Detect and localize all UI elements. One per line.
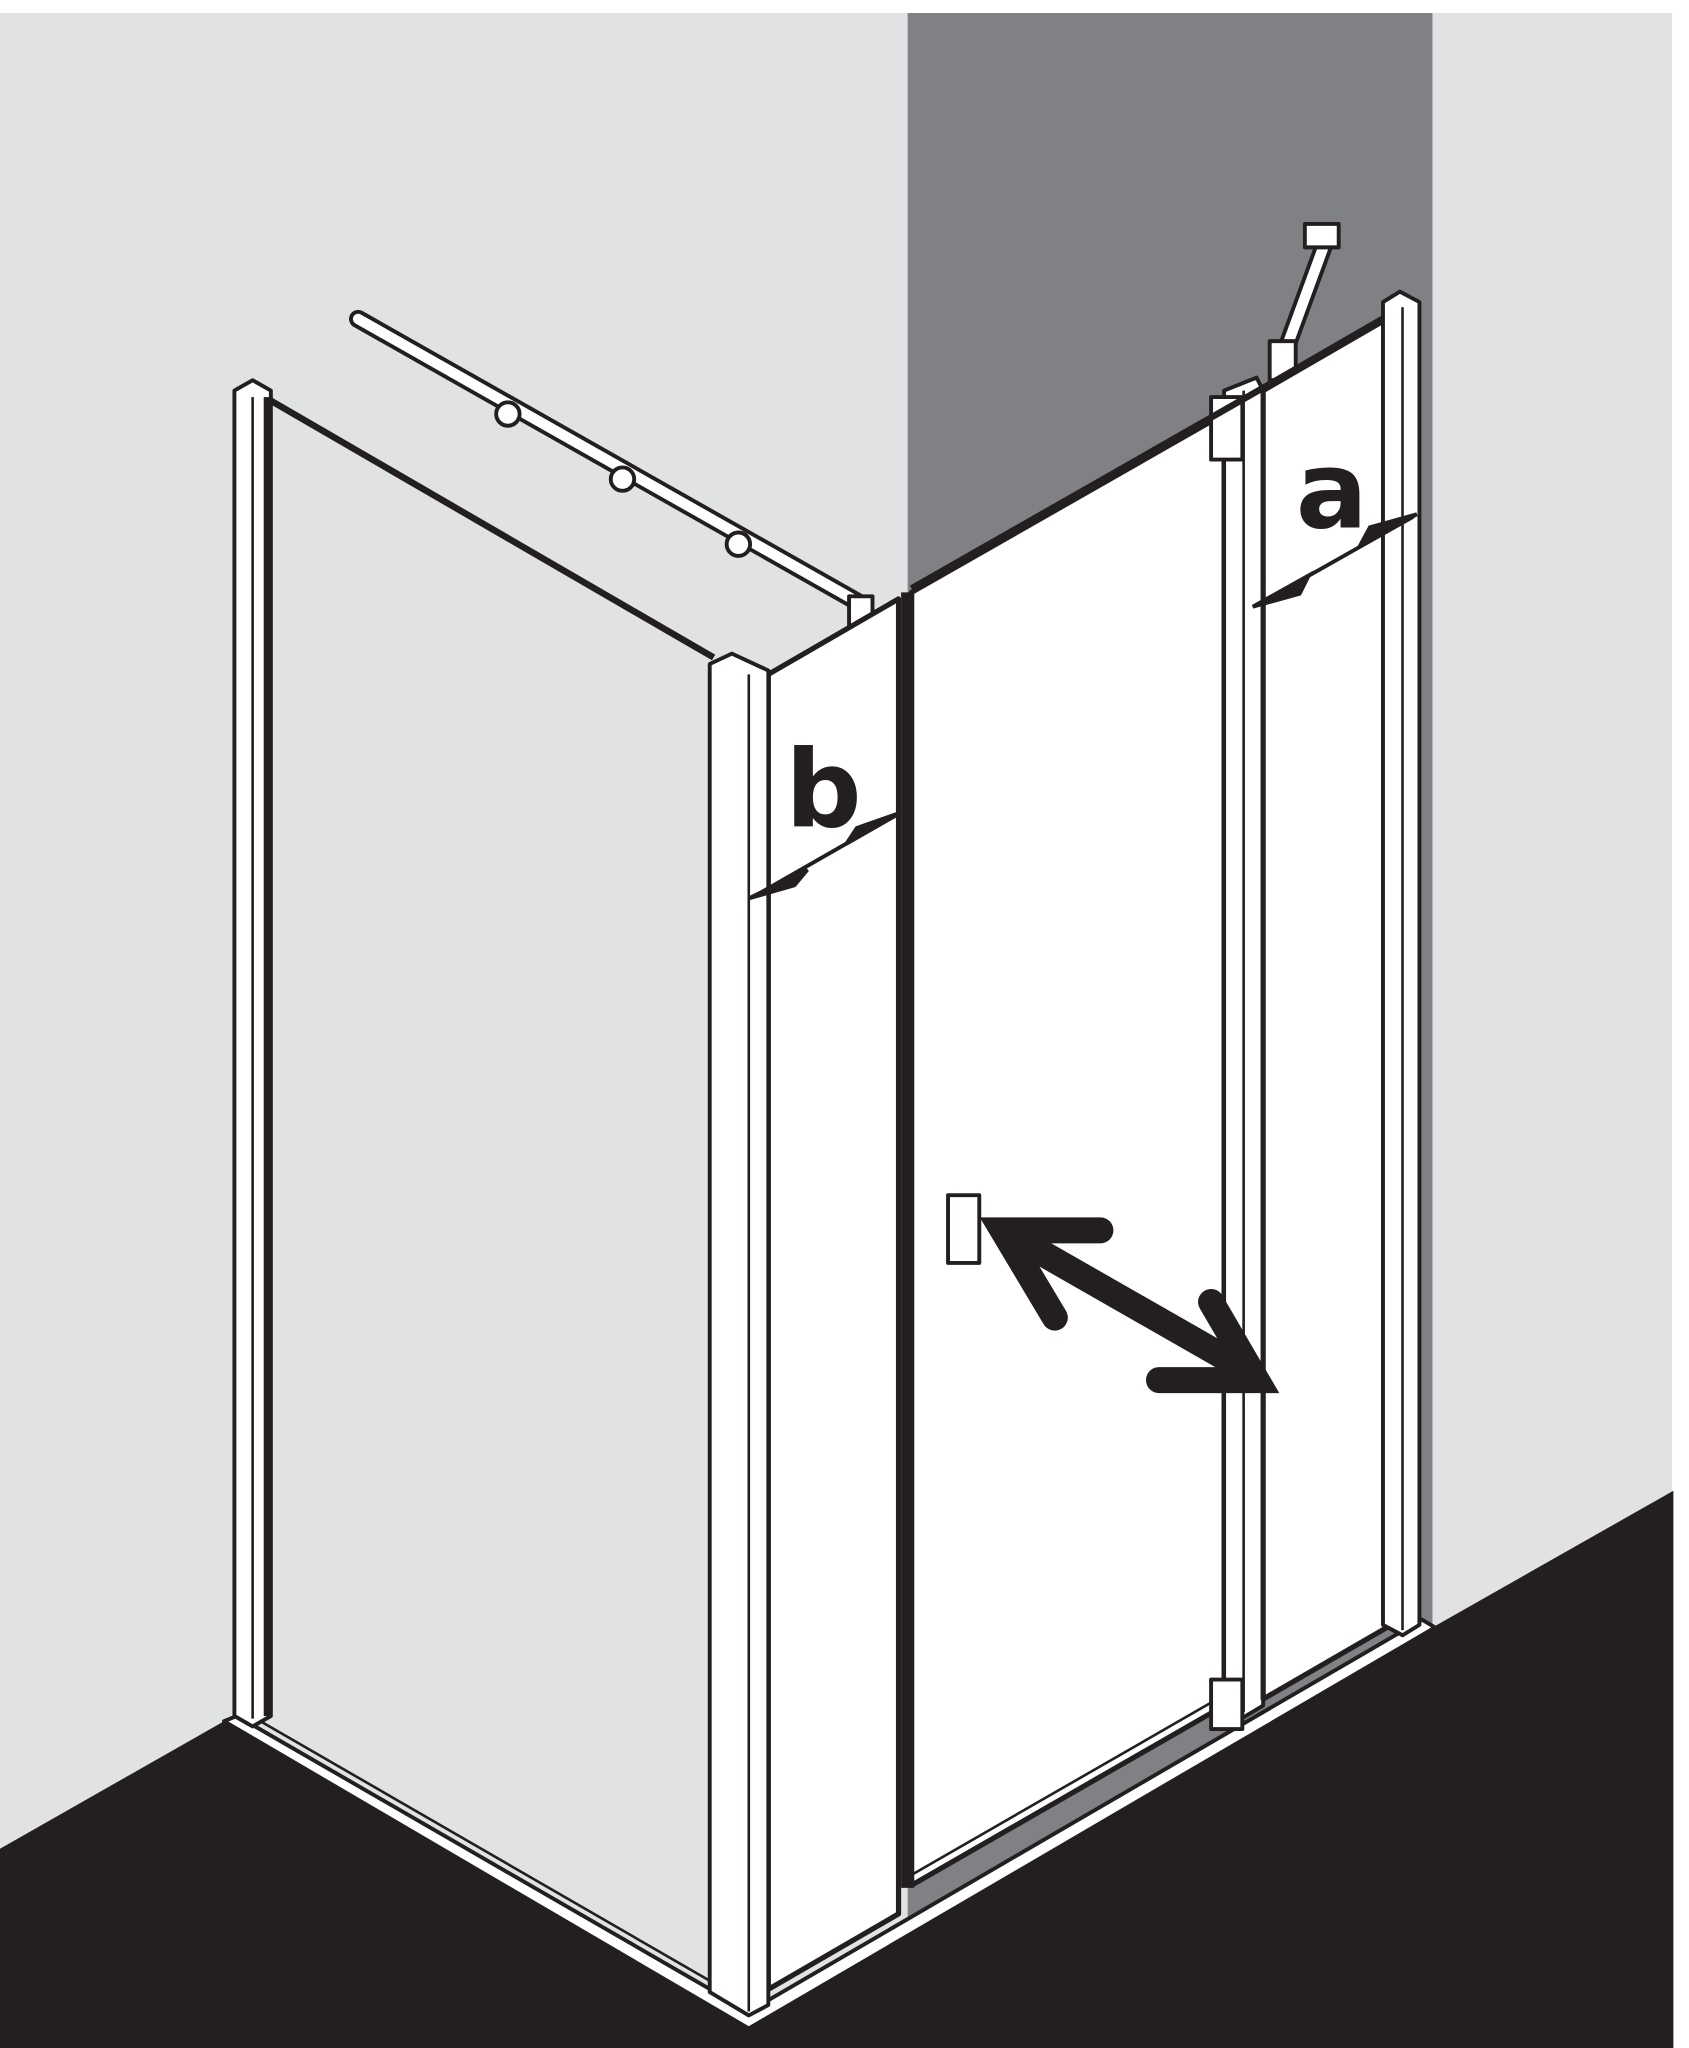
floor: [0, 1490, 1674, 2048]
dimension-b: [747, 810, 903, 901]
label-b: b: [785, 729, 861, 853]
bottom-hinge: [1209, 1677, 1245, 1731]
top-edge: [909, 381, 1272, 592]
ceiling-brace: [1267, 221, 1341, 383]
door-panel: [908, 411, 1227, 1888]
corner-profile: [707, 651, 771, 2018]
dimension-a: [1251, 512, 1418, 609]
door-swing-arrow: [979, 1217, 1280, 1394]
door-seal: [910, 1694, 1225, 1876]
top-edge-a: [1268, 313, 1389, 387]
label-a: a: [1296, 429, 1368, 553]
door-handle: [946, 1193, 982, 1265]
base-inner-line: [259, 1720, 730, 1994]
left-panel-top-edge: [265, 395, 716, 661]
